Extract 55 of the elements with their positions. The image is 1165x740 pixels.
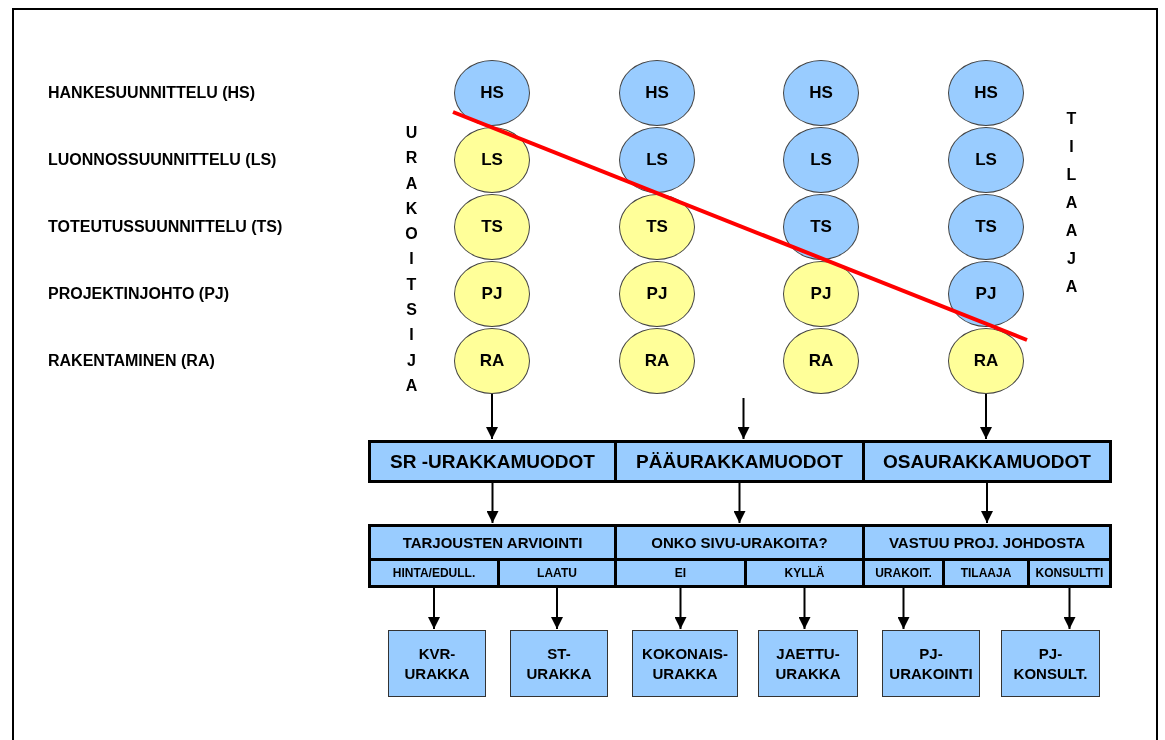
arrow [737, 397, 750, 440]
arrow [551, 587, 563, 630]
ellipse-node: PJ [783, 261, 859, 327]
arrow [733, 482, 746, 524]
arrow [980, 393, 992, 440]
option-cell: KONSULTTI [1027, 558, 1112, 588]
option-cell: LAATU [497, 558, 617, 588]
ellipse-node: PJ [948, 261, 1024, 327]
row-label: TOTEUTUSSUUNNITTELU (TS) [48, 218, 283, 236]
option-cell: HINTA/EDULL. [368, 558, 500, 588]
ellipse-node: HS [619, 60, 695, 126]
arrow [486, 393, 498, 440]
ellipse-node: TS [948, 194, 1024, 260]
ellipse-node: TS [783, 194, 859, 260]
result-box: ST- URAKKA [510, 630, 608, 697]
option-cell: EI [614, 558, 747, 588]
ellipse-node: RA [619, 328, 695, 394]
arrow [1063, 587, 1076, 630]
row-label: HANKESUUNNITTELU (HS) [48, 84, 256, 102]
option-cell: TILAAJA [942, 558, 1030, 588]
header-cell: OSAURAKKAMUODOT [862, 440, 1112, 483]
row-label: RAKENTAMINEN (RA) [48, 352, 215, 370]
ellipse-node: PJ [454, 261, 530, 327]
vertical-label: URAKOITSIJA [402, 124, 420, 403]
vertical-label: TILAAJA [1062, 110, 1080, 306]
header-cell: PÄÄURAKKAMUODOT [614, 440, 865, 483]
ellipse-node: LS [948, 127, 1024, 193]
result-box: KOKONAIS- URAKKA [632, 630, 738, 697]
ellipse-node: TS [454, 194, 530, 260]
ellipse-node: LS [783, 127, 859, 193]
arrow [798, 587, 811, 630]
result-box: PJ- KONSULT. [1001, 630, 1100, 697]
result-box: PJ- URAKOINTI [882, 630, 980, 697]
result-box: KVR- URAKKA [388, 630, 486, 697]
ellipse-node: LS [454, 127, 530, 193]
ellipse-node: HS [948, 60, 1024, 126]
arrow [674, 587, 687, 630]
result-box: JAETTU- URAKKA [758, 630, 858, 697]
arrow [981, 482, 993, 524]
header-cell: SR -URAKKAMUODOT [368, 440, 617, 483]
ellipse-node: RA [454, 328, 530, 394]
ellipse-node: LS [619, 127, 695, 193]
option-cell: URAKOIT. [862, 558, 945, 588]
ellipse-node: HS [783, 60, 859, 126]
row-label: LUONNOSSUUNNITTELU (LS) [48, 151, 277, 169]
arrow [486, 482, 499, 524]
option-cell: KYLLÄ [744, 558, 865, 588]
ellipse-node: HS [454, 60, 530, 126]
row-label: PROJEKTINJOHTO (PJ) [48, 285, 230, 303]
arrow [428, 587, 440, 630]
ellipse-node: RA [783, 328, 859, 394]
arrow [897, 587, 910, 630]
ellipse-node: PJ [619, 261, 695, 327]
ellipse-node: TS [619, 194, 695, 260]
ellipse-node: RA [948, 328, 1024, 394]
